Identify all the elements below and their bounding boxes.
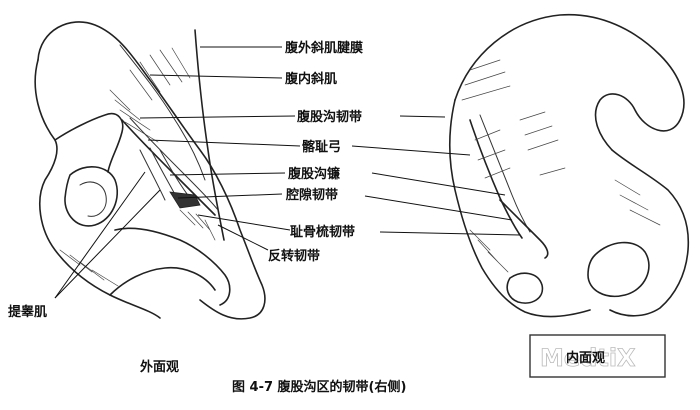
internal-falx-band: [479, 114, 531, 233]
label-lacunar-ligament: 腔隙韧带: [285, 187, 338, 203]
inguinal-ligament-band: [121, 119, 216, 216]
inferior-ramus-outline: [109, 266, 216, 296]
leader-falx-right: [371, 172, 506, 196]
leader-lines: [54, 46, 521, 299]
cremaster-fibres: [139, 147, 191, 201]
watermark-logo: MedtiX: [540, 344, 636, 372]
internal-lower-outline: [448, 99, 591, 318]
label-inguinal-falx: 腹股沟镰: [288, 166, 341, 182]
lacunar-shading: [169, 191, 201, 209]
label-external-view: 外面观: [139, 359, 179, 375]
label-cremaster: 提睾肌: [8, 304, 47, 320]
leader-internal-oblique: [149, 74, 283, 79]
internal-oblique-edge: [119, 44, 206, 181]
iliac-crest-outline: [37, 21, 266, 320]
leader-cremaster-a: [54, 171, 146, 299]
anterior-spine-outline: [54, 113, 124, 173]
internal-view-frame: [529, 334, 666, 378]
ilium-wing-outline: [34, 59, 161, 319]
obturator-foramen: [587, 241, 650, 297]
label-inguinal-ligament: 腹股沟韧带: [297, 109, 362, 125]
leader-inguinal-right: [399, 115, 446, 118]
acetabulum-outline: [64, 166, 119, 227]
figure-caption: 图 4-7 腹股沟区的韧带(右侧): [232, 379, 406, 395]
inguinal-ligament-band-inner: [129, 117, 219, 211]
leader-pectineal-left: [197, 214, 291, 231]
leader-falx-left: [169, 172, 286, 176]
pubic-tubercle: [506, 272, 544, 304]
internal-ilium-outline: [454, 13, 685, 151]
label-reflected-ligament: 反转韧带: [268, 248, 320, 264]
leader-cremaster-b: [54, 189, 161, 299]
label-internal-view: 内面观: [566, 350, 605, 366]
internal-view-drawing: [448, 13, 690, 318]
label-external-oblique-aponeurosis: 腹外斜肌腱膜: [285, 40, 363, 56]
internal-view-box: MedtiX 内面观: [529, 334, 666, 378]
leader-lacunar-right: [364, 195, 513, 221]
label-internal-oblique: 腹内斜肌: [285, 71, 337, 87]
acetabulum-inner: [79, 181, 107, 217]
external-view-drawing: [34, 21, 266, 320]
label-pectineal-ligament: 耻骨梳韧带: [290, 224, 355, 240]
leader-pectineal-right: [379, 231, 521, 236]
leader-inguinal-left: [139, 115, 296, 119]
internal-inguinal-band: [469, 119, 523, 239]
internal-pectineal-band: [499, 199, 549, 259]
external-oblique-edge: [194, 29, 225, 241]
leader-iliopectineal-left: [147, 139, 301, 147]
label-iliopectineal-arch: 髂耻弓: [302, 139, 341, 155]
leader-reflected: [217, 224, 269, 251]
internal-sacral-curve: [609, 149, 690, 317]
pubic-ramus-outline: [114, 227, 231, 306]
leader-lacunar-left: [177, 193, 283, 199]
leader-iliopectineal-right: [351, 145, 471, 156]
